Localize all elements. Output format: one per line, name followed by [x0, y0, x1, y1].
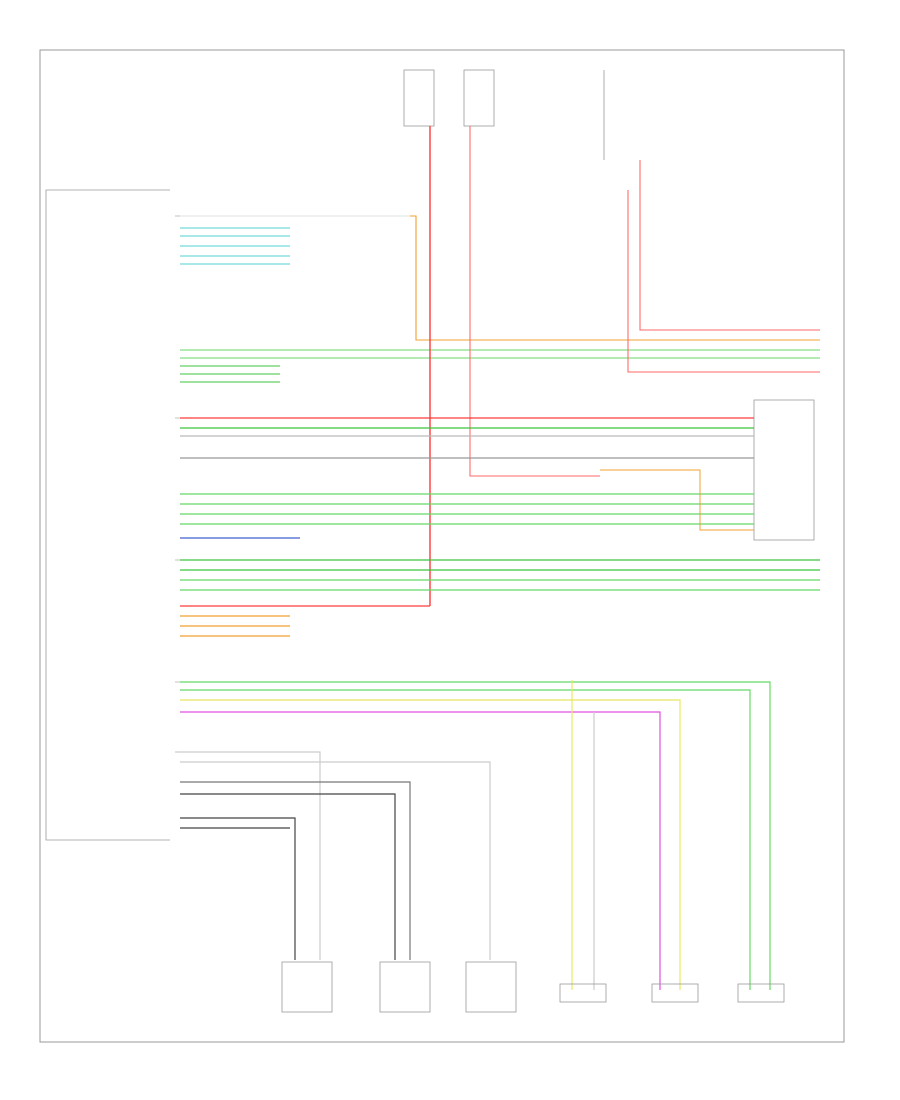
diagram-frame	[39, 49, 845, 1043]
wire-spk-1	[180, 681, 771, 990]
wire-red-loop-2	[627, 190, 820, 373]
fuse-box-2	[463, 69, 495, 127]
component-box-3	[465, 961, 517, 1013]
wire-v-red-2	[469, 126, 600, 477]
wire-ant-2	[180, 761, 491, 960]
module-bracket-left	[45, 189, 170, 841]
wire-ant-3	[180, 781, 411, 960]
wire-ant-4	[180, 793, 396, 960]
wire-spk-3	[180, 699, 681, 990]
component-box-2	[379, 961, 431, 1013]
wire-orange-2	[600, 469, 754, 531]
wire-ant-1	[180, 751, 321, 960]
wire-group-speakers	[180, 680, 771, 990]
wire-group-antennas	[180, 751, 491, 960]
component-box-4	[559, 983, 607, 1003]
wire-spk-2	[180, 689, 751, 990]
component-box-6	[737, 983, 785, 1003]
wire-group-middle	[180, 417, 754, 539]
wire-orange-1	[410, 215, 820, 341]
wire-group-top	[180, 215, 820, 383]
component-box-5	[651, 983, 699, 1003]
wire-red-loop-1	[639, 160, 820, 331]
component-box-1	[281, 961, 333, 1013]
wire-spk-4	[180, 711, 661, 990]
fuse-box-1	[403, 69, 435, 127]
wire-group-lower	[180, 559, 820, 637]
pin-ticks	[175, 215, 180, 753]
wire-ant-5	[180, 817, 296, 960]
right-module-box	[753, 399, 815, 541]
